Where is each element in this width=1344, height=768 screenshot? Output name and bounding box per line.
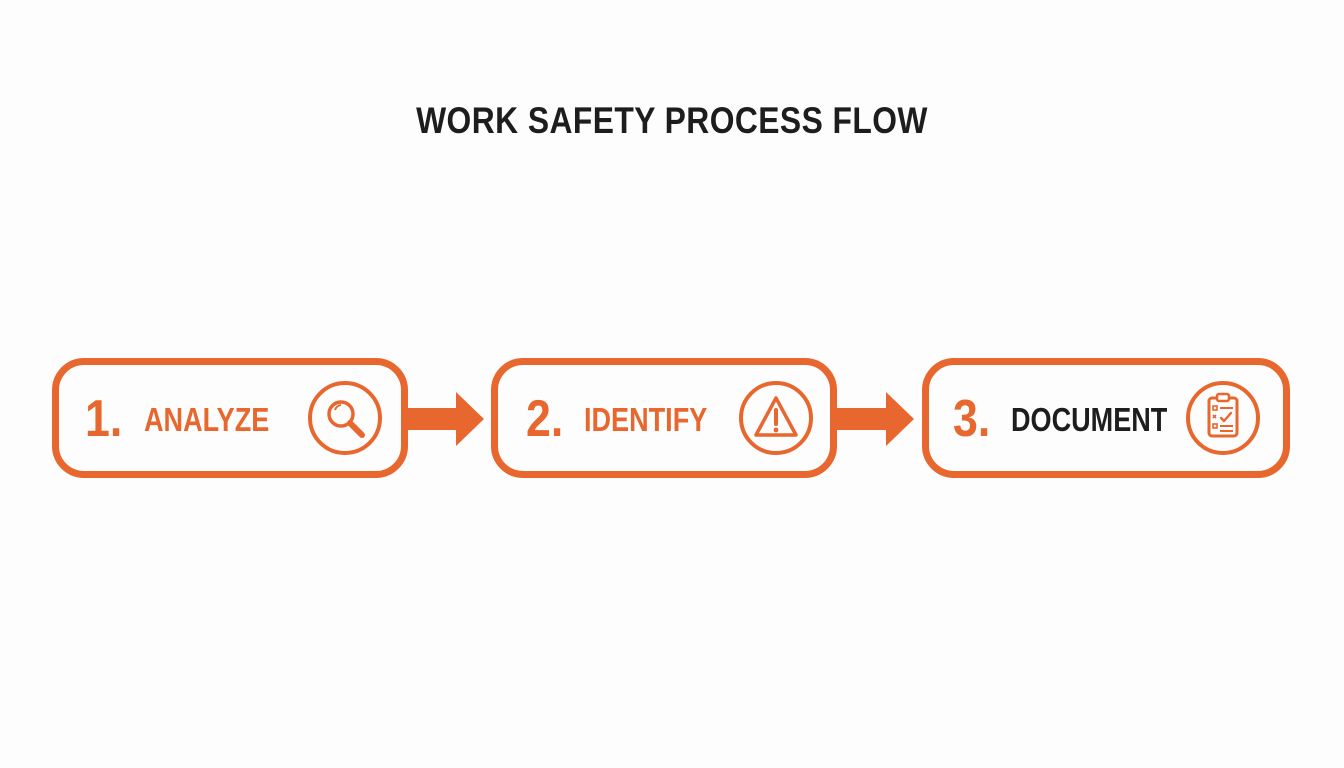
step-document: 3. DOCUMENT — [922, 358, 1290, 478]
step-label: IDENTIFY — [584, 401, 708, 438]
warning-triangle-icon — [739, 381, 813, 455]
step-number: 1. — [85, 390, 123, 448]
step-analyze: 1. ANALYZE — [52, 358, 408, 478]
step-identify: 2. IDENTIFY — [491, 358, 837, 478]
clipboard-checklist-icon — [1186, 381, 1260, 455]
magnifying-glass-icon — [308, 381, 382, 455]
arrow-right-icon — [406, 392, 484, 446]
step-number: 3. — [953, 390, 991, 448]
arrow-right-icon — [836, 392, 914, 446]
step-number: 2. — [526, 390, 564, 448]
step-label: ANALYZE — [144, 401, 270, 438]
diagram-title: WORK SAFETY PROCESS FLOW — [416, 100, 928, 141]
step-label: DOCUMENT — [1011, 401, 1168, 438]
